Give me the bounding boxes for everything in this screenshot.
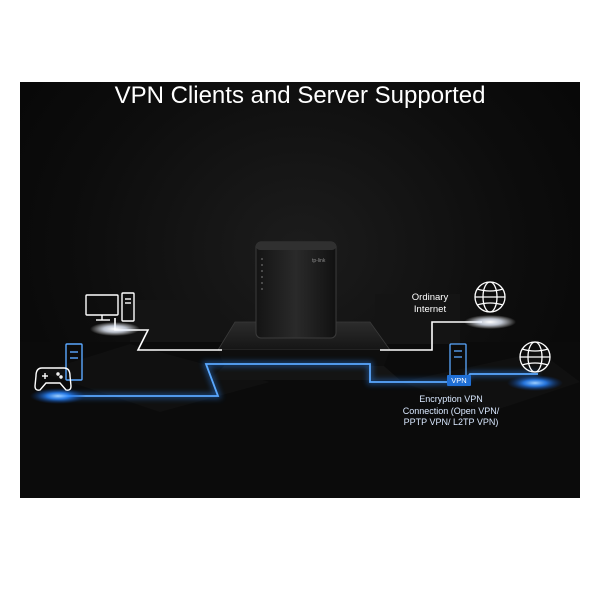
- server-icon: [65, 343, 83, 381]
- router-icon: tp-link: [255, 241, 337, 339]
- vpn-banner: tp-link: [20, 82, 580, 498]
- ordinary-internet-label: Ordinary Internet: [411, 292, 449, 315]
- desktop-glow-pad: [90, 322, 140, 336]
- vpn-glow-pad: [507, 375, 563, 391]
- network-scene: tp-link: [20, 241, 580, 498]
- gamepad-icon: [34, 367, 72, 391]
- vpn-tag: VPN: [447, 375, 471, 386]
- desktop-computer-icon: [85, 292, 135, 322]
- internet-glow-pad: [464, 315, 516, 329]
- gamer-glow-pad: [30, 388, 86, 404]
- page-title: VPN Clients and Server Supported: [114, 82, 486, 109]
- vpn-globe-icon: [519, 341, 551, 373]
- router-logo: tp-link: [312, 258, 326, 264]
- vpn-description: Encryption VPN Connection (Open VPN/ PPT…: [402, 394, 500, 427]
- globe-icon: [474, 281, 506, 313]
